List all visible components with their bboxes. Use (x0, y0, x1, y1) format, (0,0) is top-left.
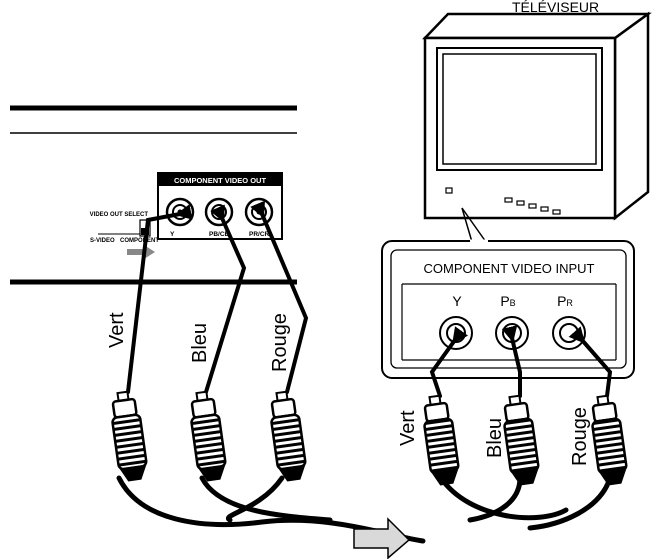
selector-arrow (127, 245, 155, 259)
player-jack-label-pb: PB/CB (209, 231, 230, 238)
television: TÉLÉVISEUR (422, 0, 652, 243)
cable-label-left-blue: Bleu (189, 323, 211, 363)
player-jack-label-pr: PR/CR (249, 231, 270, 238)
tv-input-panel: COMPONENT VIDEO INPUT Y PB PR (381, 239, 635, 379)
player-jack-pb (204, 197, 234, 227)
tv-jack-label-pb: PB (500, 293, 515, 309)
tv-title: TÉLÉVISEUR (512, 0, 599, 15)
component-label: COMPONENT (120, 238, 159, 244)
cable-label-right-red: Rouge (569, 407, 591, 466)
tv-jack-pr (552, 316, 586, 350)
rca-plugs (111, 390, 628, 486)
plug-left-blue (190, 390, 227, 482)
cable-label-right-green: Vert (397, 410, 419, 446)
cable-label-left-red: Rouge (269, 313, 291, 372)
player-panel-title: COMPONENT VIDEO OUT (174, 176, 267, 185)
cable-label-left-green: Vert (106, 312, 128, 348)
left-cables (116, 200, 426, 544)
player-rear-panel: COMPONENT VIDEO OUT Y PB/CB PR/CR VIDEO … (10, 105, 297, 285)
cable-label-right-blue: Bleu (484, 418, 506, 458)
tv-jack-label-pr: PR (557, 293, 573, 309)
selector-label: VIDEO OUT SELECT (90, 212, 149, 218)
tv-screen (436, 47, 603, 171)
plug-right-red (591, 394, 628, 486)
player-jack-pr (244, 197, 274, 227)
plug-left-green (111, 390, 148, 482)
tv-buttons (504, 197, 561, 215)
plug-left-red (270, 390, 307, 482)
tv-jack-y (439, 316, 473, 350)
callout-pointer (461, 207, 487, 243)
plug-right-blue (503, 394, 540, 486)
tv-power-button (445, 187, 453, 194)
s-video-label: S-VIDEO (90, 238, 115, 244)
tv-panel-title: COMPONENT VIDEO INPUT (424, 261, 595, 276)
tv-jack-label-y: Y (452, 293, 462, 309)
player-jack-label-y: Y (170, 231, 175, 238)
plug-right-green (423, 394, 460, 486)
direction-arrow (353, 517, 411, 559)
